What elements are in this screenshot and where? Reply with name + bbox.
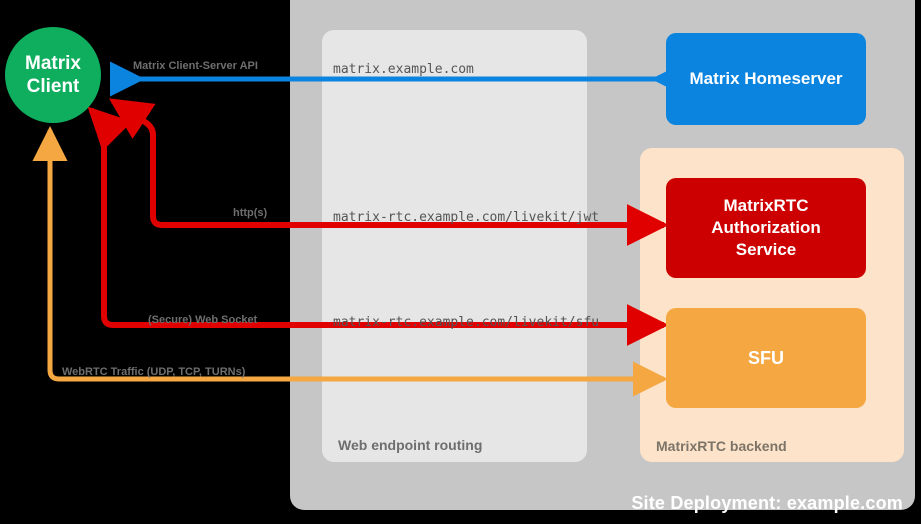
matrix-homeserver-node: [666, 33, 866, 125]
web-endpoint-routing-label: Web endpoint routing: [338, 437, 483, 453]
matrixrtc-authorization-service-node: [666, 178, 866, 278]
edge-sfu-websocket: [87, 106, 669, 346]
sfu-node: [666, 308, 866, 408]
edge-webrtc-traffic: [32, 125, 669, 397]
edge-jwt: [108, 98, 669, 246]
matrixrtc-backend-label: MatrixRTC backend: [656, 438, 787, 454]
matrix-client-node: [5, 27, 101, 123]
site-deployment-label: Site Deployment: example.com: [631, 493, 903, 513]
web-endpoint-routing-container: [322, 30, 587, 462]
